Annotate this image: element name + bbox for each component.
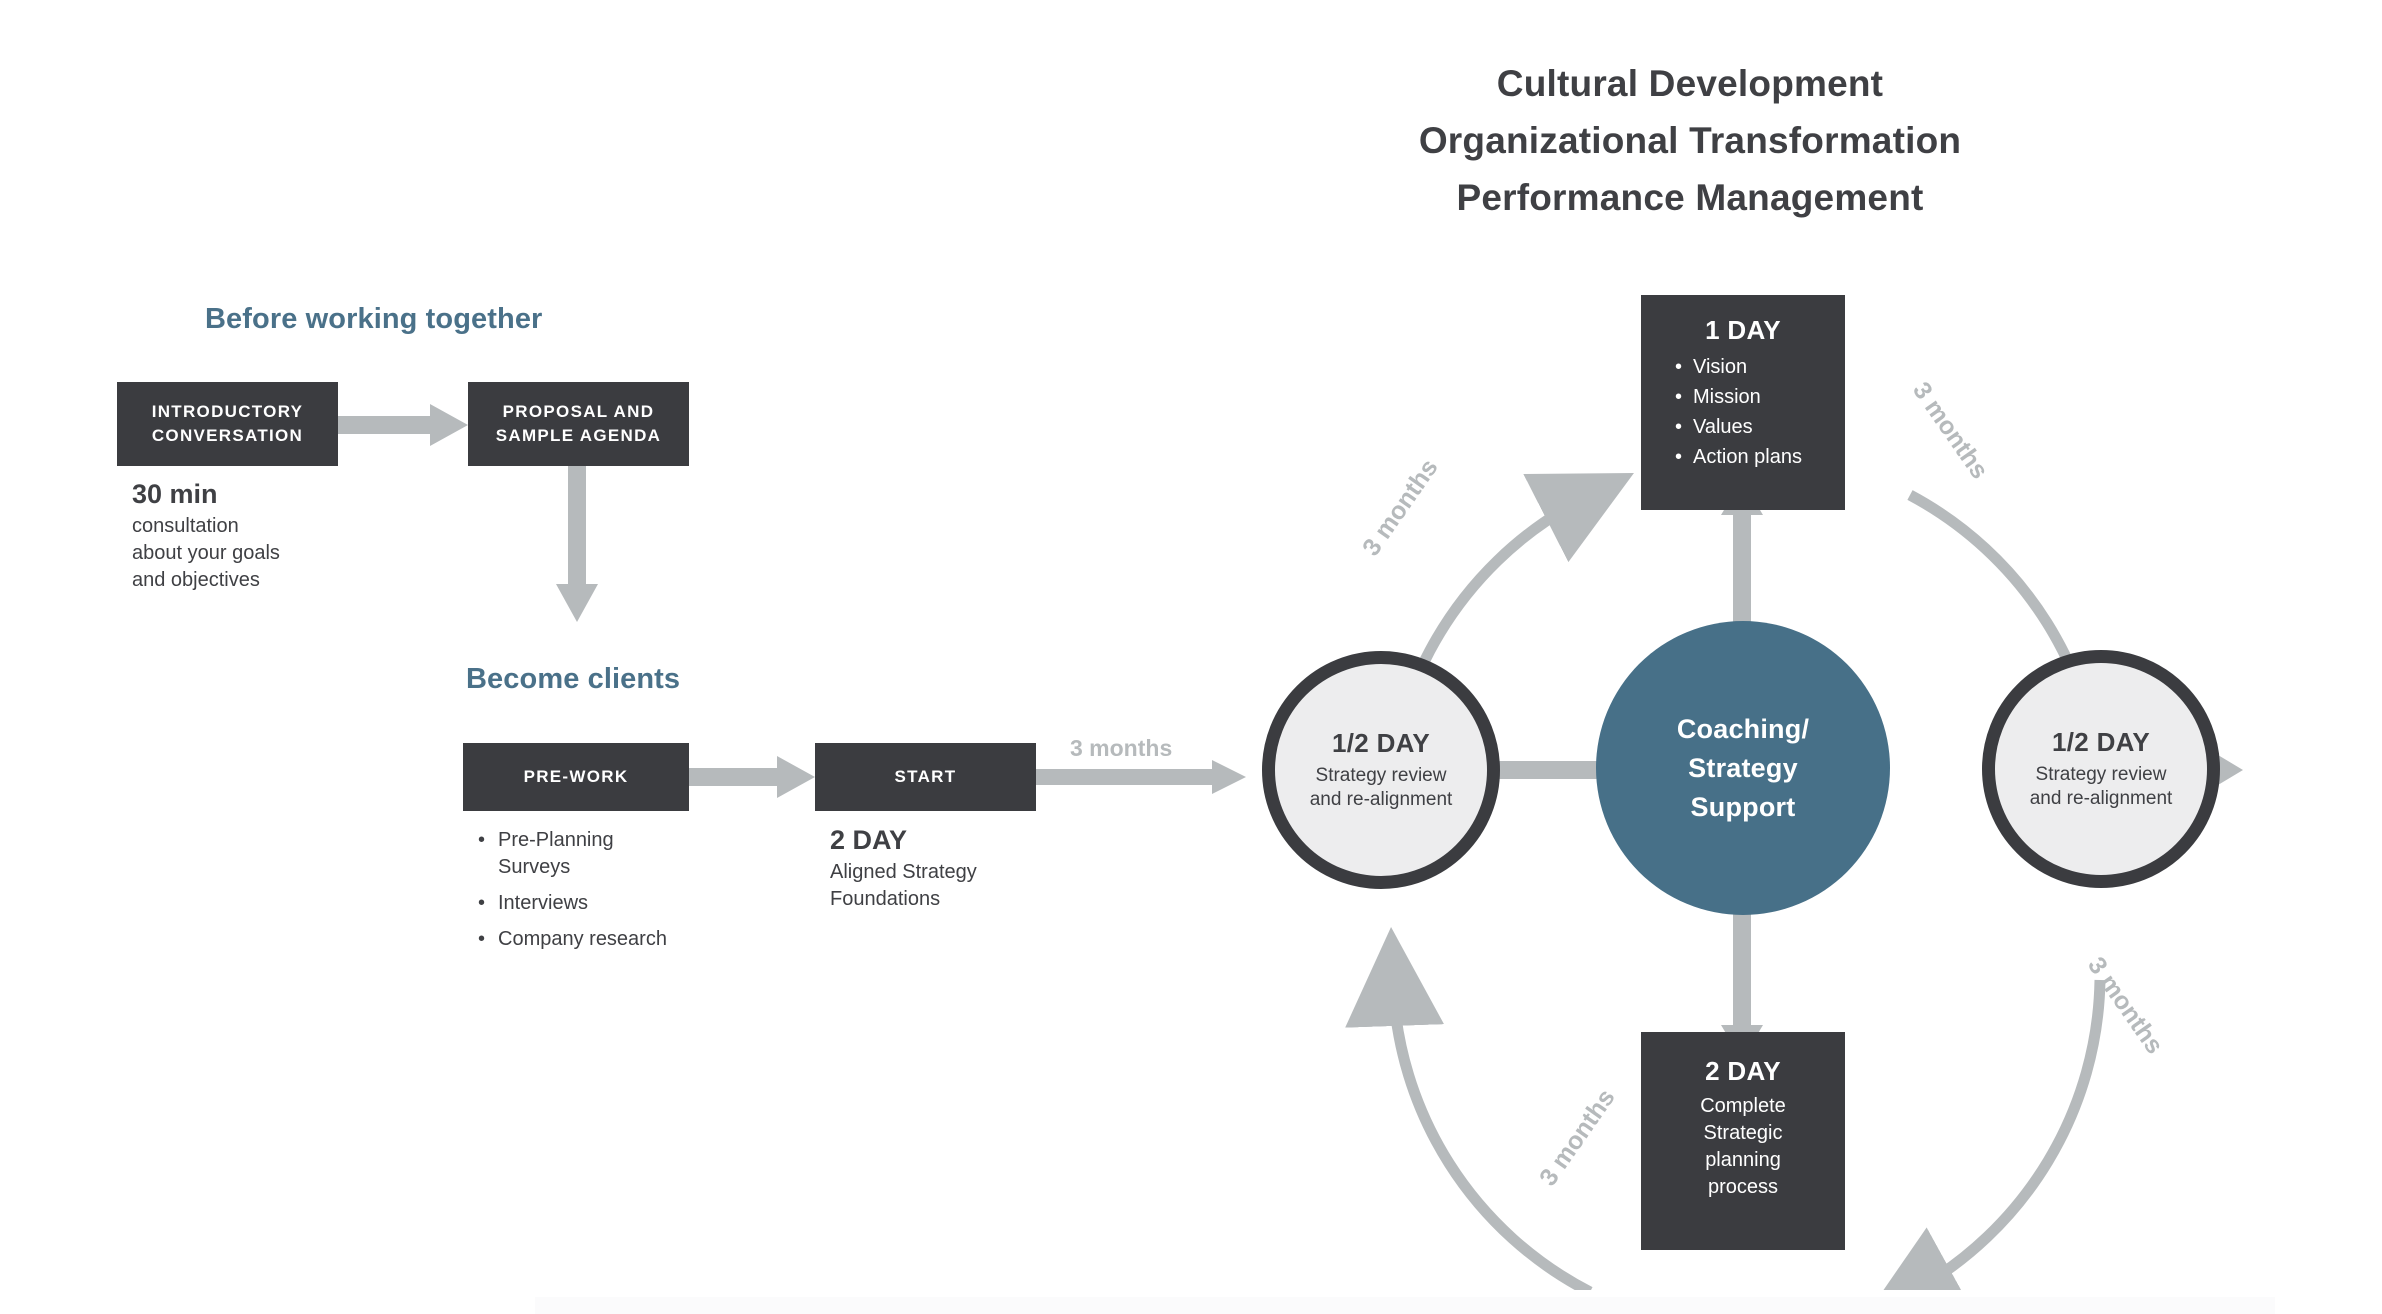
page-title: Cultural Development Organizational Tran… <box>1390 55 1990 226</box>
section-heading-before-working-together: Before working together <box>205 303 543 335</box>
circle-right-subtitle: Strategy review and re-alignment <box>2001 763 2201 811</box>
list-item: Mission <box>1675 382 1845 412</box>
circle-left-title: 1/2 DAY <box>1332 728 1430 758</box>
card-2-day-line-3: planning <box>1705 1149 1781 1171</box>
card-2-day-line-4: process <box>1707 1176 1779 1198</box>
box-proposal-and-sample-agenda[interactable]: PROPOSAL AND SAMPLE AGENDA <box>468 382 689 466</box>
box-proposal-line-1: PROPOSAL AND <box>502 402 655 421</box>
list-item: Values <box>1675 412 1845 442</box>
card-2-day-line-1: Complete <box>1700 1095 1786 1117</box>
arc-2day-to-left <box>1345 927 1593 1290</box>
caption-intro-duration: 30 min <box>132 479 218 509</box>
list-item: Vision <box>1675 352 1845 382</box>
prework-bullet-list: Pre-Planning Surveys Interviews Company … <box>478 827 688 962</box>
arrow-proposal-to-prework <box>556 466 598 622</box>
title-line-1: Cultural Development <box>1496 63 1884 104</box>
card-2-day-lines: Complete Strategic planning process <box>1641 1093 1845 1201</box>
list-item: Company research <box>478 926 688 953</box>
circle-left-subtitle: Strategy review and re-alignment <box>1281 764 1481 812</box>
card-1-day-bullets: Vision Mission Values Action plans <box>1641 352 1845 472</box>
box-introductory-conversation[interactable]: INTRODUCTORY CONVERSATION <box>117 382 338 466</box>
box-proposal-label: PROPOSAL AND SAMPLE AGENDA <box>496 400 662 448</box>
title-line-2: Organizational Transformation <box>1418 120 1962 161</box>
caption-intro-line-1: consultation <box>132 515 239 537</box>
caption-start-line-2: Foundations <box>830 888 941 910</box>
arrow-center-down <box>1721 905 1763 1060</box>
card-1-day-title: 1 DAY <box>1705 315 1781 345</box>
section-heading-become-clients: Become clients <box>466 663 681 695</box>
box-intro-line-2: CONVERSATION <box>151 426 304 445</box>
card-2-day-title: 2 DAY <box>1705 1056 1781 1086</box>
circle-left-sub-line-2: and re-alignment <box>1309 789 1453 810</box>
arrow-prework-to-start <box>689 756 815 798</box>
list-item: Action plans <box>1675 442 1845 472</box>
caption-intro-line-2: about your goals <box>132 542 280 564</box>
card-1-day[interactable]: 1 DAY Vision Mission Values Action plans <box>1641 295 1845 510</box>
box-intro-line-1: INTRODUCTORY <box>151 402 304 421</box>
arrow-center-up <box>1721 480 1763 635</box>
box-start-label: START <box>894 767 957 786</box>
label-3-months-start-to-cycle: 3 months <box>1070 735 1173 761</box>
list-item: Pre-Planning Surveys <box>478 827 688 881</box>
circle-half-day-right[interactable]: 1/2 DAY Strategy review and re-alignment <box>1982 650 2220 888</box>
circle-left-sub-line-1: Strategy review <box>1315 765 1447 786</box>
arc-right-to-2day <box>1863 979 2106 1290</box>
box-start[interactable]: START <box>815 743 1036 811</box>
caption-intro-line-3: and objectives <box>132 569 260 591</box>
caption-start-duration: 2 DAY <box>830 825 908 855</box>
circle-center-line-3: Support <box>1690 791 1796 822</box>
box-pre-work-label: PRE-WORK <box>523 767 629 786</box>
caption-start-line-1: Aligned Strategy <box>830 861 977 883</box>
arrow-start-to-cycle <box>1036 760 1246 794</box>
card-2-day[interactable]: 2 DAY Complete Strategic planning proces… <box>1641 1032 1845 1250</box>
card-2-day-line-2: Strategic <box>1703 1122 1783 1144</box>
circle-right-title: 1/2 DAY <box>2052 727 2150 757</box>
circle-coaching-strategy-support[interactable]: Coaching/ Strategy Support <box>1596 621 1890 915</box>
arrow-intro-to-proposal <box>338 404 468 446</box>
list-item: Interviews <box>478 890 688 917</box>
circle-center-label: Coaching/ Strategy Support <box>1677 710 1809 827</box>
circle-half-day-left[interactable]: 1/2 DAY Strategy review and re-alignment <box>1262 651 1500 889</box>
arrow-center-left <box>1443 749 1598 791</box>
caption-introductory-consultation: 30 min consultation about your goals and… <box>132 477 392 594</box>
bottom-divider-band <box>535 1297 2275 1314</box>
circle-center-line-2: Strategy <box>1688 752 1798 783</box>
box-introductory-conversation-label: INTRODUCTORY CONVERSATION <box>152 400 304 448</box>
box-pre-work[interactable]: PRE-WORK <box>463 743 689 811</box>
title-line-3: Performance Management <box>1456 177 1924 218</box>
circle-right-sub-line-2: and re-alignment <box>2029 788 2173 809</box>
box-proposal-line-2: SAMPLE AGENDA <box>495 426 662 445</box>
circle-right-sub-line-1: Strategy review <box>2035 764 2167 785</box>
caption-start-2-day: 2 DAY Aligned Strategy Foundations <box>830 823 1080 913</box>
circle-center-line-1: Coaching/ <box>1676 713 1810 744</box>
